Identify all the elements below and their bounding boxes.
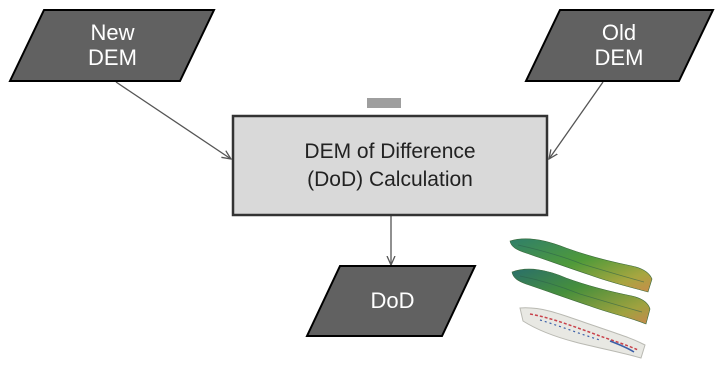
dod-node-shape bbox=[305, 265, 477, 337]
new-dem-label: New DEM bbox=[88, 20, 137, 70]
old-dem-node-shape bbox=[524, 9, 715, 82]
stacked-terrain-surfaces-icon bbox=[509, 238, 653, 359]
calculation-node-shape bbox=[231, 114, 549, 217]
old-dem-label: Old DEM bbox=[594, 20, 644, 70]
arrow-new-dem-to-calculation bbox=[115, 81, 231, 159]
arrow-old-dem-to-calculation bbox=[549, 81, 604, 159]
selection-handle[interactable] bbox=[367, 98, 401, 108]
calculation-label: DEM of Difference (DoD) Calculation bbox=[304, 140, 476, 191]
new-dem-node-shape bbox=[8, 9, 216, 82]
dod-label: DoD bbox=[370, 287, 415, 313]
